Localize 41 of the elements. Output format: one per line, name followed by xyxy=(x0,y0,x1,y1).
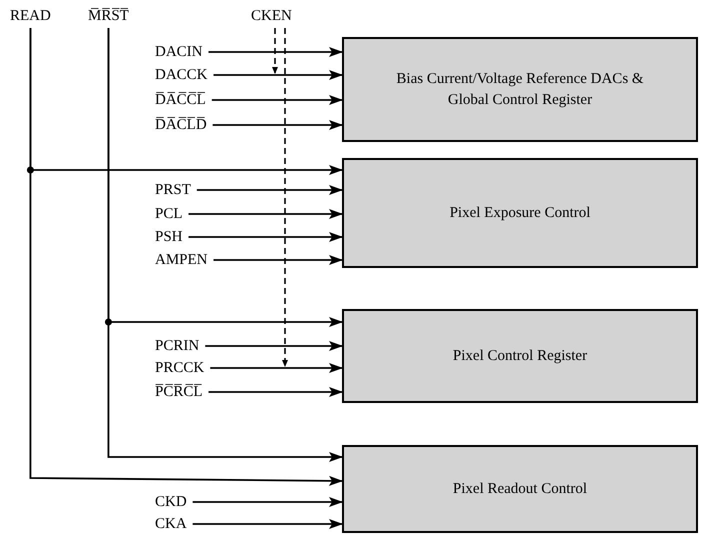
signal-name: PRCCK xyxy=(155,358,204,378)
arrow xyxy=(214,70,343,80)
arrow xyxy=(214,255,343,265)
dashed-arrow xyxy=(282,28,288,367)
arrow xyxy=(188,209,343,219)
signal-name: PRST xyxy=(155,180,191,200)
block-box xyxy=(342,37,698,142)
signal-name: P̅C̅R̅C̅L̅ xyxy=(155,382,203,402)
block-box xyxy=(342,158,698,268)
signal-name: PSH xyxy=(155,227,183,247)
arrow xyxy=(208,47,343,57)
signal-name: CKA xyxy=(155,514,187,534)
dashed-arrow xyxy=(272,28,278,74)
arrow xyxy=(212,120,343,130)
signal-name: PCL xyxy=(155,204,183,224)
signal-name: CKEN xyxy=(251,6,292,26)
arrow xyxy=(192,497,343,507)
arrow xyxy=(30,28,343,486)
signal-name: READ xyxy=(10,6,51,26)
signal-name: DACCK xyxy=(155,65,208,85)
arrow xyxy=(108,28,343,462)
block-title: Bias Current/Voltage Reference DACs & Global Control Register xyxy=(395,70,645,110)
signal-name: M̅R̅S̅T̅ xyxy=(88,6,129,26)
arrow xyxy=(196,185,343,195)
signal-name: AMPEN xyxy=(155,250,208,270)
block-box xyxy=(342,445,698,533)
arrow xyxy=(208,387,343,397)
arrow xyxy=(188,232,343,242)
signal-name: DACIN xyxy=(155,42,202,62)
signal-name: CKD xyxy=(155,492,187,512)
block-title: Pixel Control Register xyxy=(452,346,588,366)
arrow xyxy=(192,519,343,529)
arrow xyxy=(210,363,343,373)
block-box xyxy=(342,309,698,403)
signal-name: D̅A̅C̅L̅D̅ xyxy=(155,115,207,135)
arrow xyxy=(205,341,343,351)
block-title: Pixel Exposure Control xyxy=(450,204,590,222)
signal-name: PCRIN xyxy=(155,336,200,356)
signal-name: D̅A̅C̅C̅L̅ xyxy=(155,90,206,110)
arrow xyxy=(212,95,343,105)
block-title: Pixel Readout Control xyxy=(452,480,588,498)
